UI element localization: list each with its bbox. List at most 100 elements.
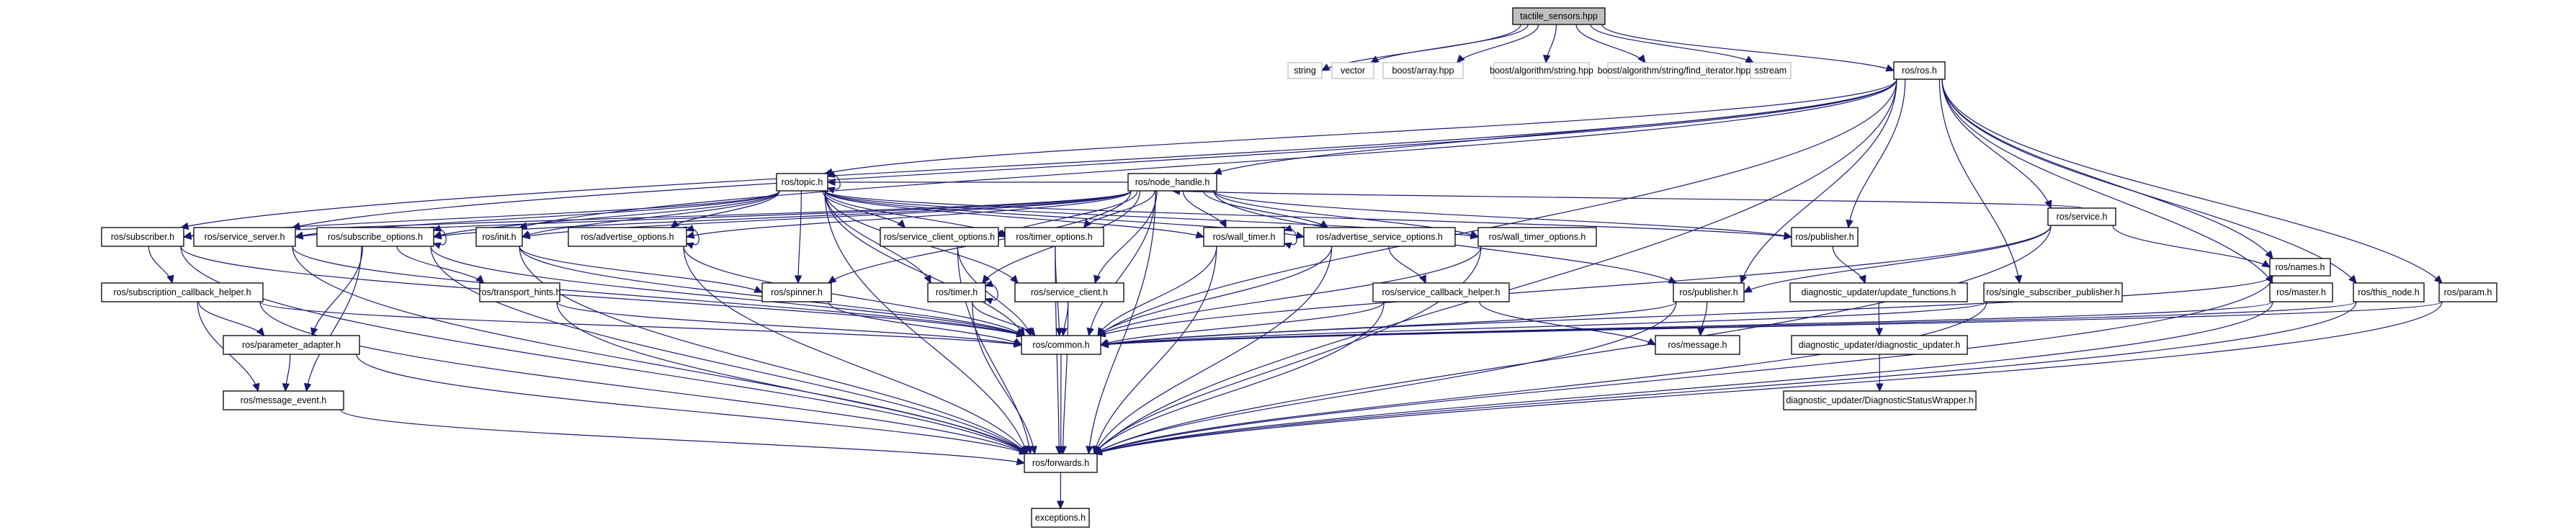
node-ros-forwards[interactable]: ros/forwards.h: [1024, 453, 1098, 473]
edge-line: [1848, 78, 1906, 228]
node-ros-ros[interactable]: ros/ros.h: [1893, 61, 1946, 80]
node-ros-publisher-a[interactable]: ros/publisher.h: [1791, 227, 1859, 247]
node-ros-subscribe-options[interactable]: ros/subscribe_options.h: [316, 227, 434, 247]
node-ros-service-callback-helper[interactable]: ros/service_callback_helper.h: [1372, 282, 1510, 302]
edge-line: [957, 246, 1032, 336]
edge-arrowhead: [1885, 64, 1895, 72]
edge-ros-advertise-service-options-to-ros-common: [1097, 246, 1333, 336]
node-ros-advertise-service-options[interactable]: ros/advertise_service_options.h: [1303, 227, 1456, 247]
node-ros-init[interactable]: ros/init.h: [475, 227, 523, 247]
node-ros-spinner[interactable]: ros/spinner.h: [761, 282, 832, 302]
node-label: ros/wall_timer_options.h: [1489, 232, 1586, 242]
node-ros-wall-timer-options[interactable]: ros/wall_timer_options.h: [1477, 227, 1597, 247]
node-ros-wall-timer[interactable]: ros/wall_timer.h: [1203, 227, 1285, 247]
node-ros-this-node[interactable]: ros/this_node.h: [2353, 282, 2425, 302]
edge-arrowhead: [1456, 54, 1465, 63]
edge-arrowhead: [1016, 328, 1026, 336]
node-ros-transport-hints[interactable]: ros/transport_hints.h: [479, 282, 561, 302]
edge-arrowhead: [1668, 276, 1678, 284]
edge-ros-service-client-to-ros-common: [1060, 301, 1069, 337]
node-label: ros/spinner.h: [771, 287, 823, 297]
edge-line: [259, 301, 1022, 346]
edge-line: [824, 190, 1204, 238]
edge-ros-ros-to-ros-service: [1941, 78, 2052, 210]
node-box: [101, 282, 264, 302]
node-diag-status-wrapper[interactable]: diagnostic_updater/DiagnosticStatusWrapp…: [1783, 390, 1977, 410]
edge-arrowhead: [282, 383, 290, 392]
node-label: ros/timer.h: [936, 287, 978, 297]
node-ros-common[interactable]: ros/common.h: [1021, 335, 1101, 355]
edge-arrowhead: [1875, 328, 1883, 337]
node-ros-advertise-options[interactable]: ros/advertise_options.h: [568, 227, 687, 247]
node-box: [1303, 227, 1456, 247]
node-label: diagnostic_updater/update_functions.h: [1802, 287, 1956, 297]
edge-line: [1370, 24, 1529, 63]
node-ros-service-server[interactable]: ros/service_server.h: [193, 227, 296, 247]
node-ros-message-event[interactable]: ros/message_event.h: [223, 390, 344, 410]
node-ros-subscriber[interactable]: ros/subscriber.h: [101, 227, 184, 247]
edge-ros-wall-timer-to-ros-wall-timer: [1279, 225, 1297, 249]
node-diag-update-functions[interactable]: diagnostic_updater/update_functions.h: [1789, 282, 1968, 302]
node-box: [193, 227, 296, 247]
node-box: [1493, 62, 1590, 79]
edge-line: [972, 301, 1035, 454]
node-ros-topic[interactable]: ros/topic.h: [776, 173, 828, 192]
node-box: [1021, 335, 1101, 355]
node-ros-service[interactable]: ros/service.h: [2047, 207, 2116, 226]
node-label: ros/advertise_options.h: [581, 232, 674, 242]
edge-arrowhead: [1470, 230, 1480, 238]
edge-ros-advertise-options-to-ros-forwards: [683, 246, 1028, 454]
node-ros-parameter-adapter[interactable]: ros/parameter_adapter.h: [223, 335, 360, 355]
node-ros-publisher-b[interactable]: ros/publisher.h: [1673, 282, 1745, 302]
edge-ros-publisher-b-to-ros-message: [1697, 301, 1708, 337]
edge-ros-subscription-callback-helper-to-ros-common: [259, 301, 1023, 348]
node-box: [1477, 227, 1597, 247]
edge-ros-ros-to-ros-this-node: [1941, 78, 2357, 284]
node-ros-master[interactable]: ros/master.h: [2269, 282, 2333, 302]
edge-ros-init-to-ros-spinner: [519, 246, 764, 293]
edge-line: [1094, 246, 1217, 454]
edge-ros-node-handle-to-ros-advertise-options: [685, 190, 1132, 239]
edge-line: [1094, 301, 2273, 454]
edge-line: [824, 190, 1028, 454]
edge-line: [1590, 24, 1754, 63]
node-ros-timer[interactable]: ros/timer.h: [927, 282, 986, 302]
node-ros-timer-options[interactable]: ros/timer_options.h: [1004, 227, 1104, 247]
node-ros-service-client[interactable]: ros/service_client.h: [1014, 282, 1124, 302]
node-box: [2269, 258, 2331, 277]
node-box: [1203, 227, 1285, 247]
edge-ros-transport-hints-to-ros-forwards: [556, 301, 1028, 454]
node-ros-single-subscriber-publisher[interactable]: ros/single_subscriber_publisher.h: [1983, 282, 2123, 302]
edge-arrowhead: [1542, 54, 1551, 64]
edge-line: [1097, 246, 1333, 336]
node-boost-alg-string: boost/algorithm/string.hpp: [1490, 62, 1593, 79]
edge-line: [1062, 301, 1069, 454]
edge-ros-publisher-a-to-diag-update-functions: [1832, 246, 1866, 284]
edge-line: [1479, 301, 1656, 346]
node-label: ros/init.h: [482, 232, 516, 242]
node-box: [1331, 62, 1374, 79]
node-label: vector: [1341, 66, 1365, 76]
node-ros-param[interactable]: ros/param.h: [2438, 282, 2497, 302]
node-ros-service-client-options[interactable]: ros/service_client_options.h: [880, 227, 999, 247]
node-diag-diagnostic-updater[interactable]: diagnostic_updater/diagnostic_updater.h: [1791, 335, 1968, 355]
edge-arrowhead: [828, 275, 837, 284]
node-tactile-sensors[interactable]: tactile_sensors.hpp: [1512, 7, 1606, 25]
node-box: [1655, 335, 1740, 355]
node-label: diagnostic_updater/diagnostic_updater.h: [1799, 340, 1961, 350]
edge-arrowhead: [2044, 199, 2052, 210]
node-ros-node-handle[interactable]: ros/node_handle.h: [1127, 173, 1217, 192]
edge-arrowhead: [2265, 250, 2273, 259]
node-ros-message[interactable]: ros/message.h: [1655, 335, 1740, 355]
node-boost-find-iter: boost/algorithm/string/find_iterator.hpp: [1598, 62, 1750, 79]
edge-line: [1097, 78, 1897, 336]
edge-arrowhead: [1056, 500, 1065, 510]
node-ros-subscription-callback-helper[interactable]: ros/subscription_callback_helper.h: [101, 282, 264, 302]
node-label: ros/service_client_options.h: [884, 232, 995, 242]
node-exceptions[interactable]: exceptions.h: [1031, 508, 1090, 528]
node-ros-names[interactable]: ros/names.h: [2269, 258, 2331, 277]
edge-line: [1094, 301, 1987, 454]
edge-arrowhead: [1195, 231, 1205, 239]
